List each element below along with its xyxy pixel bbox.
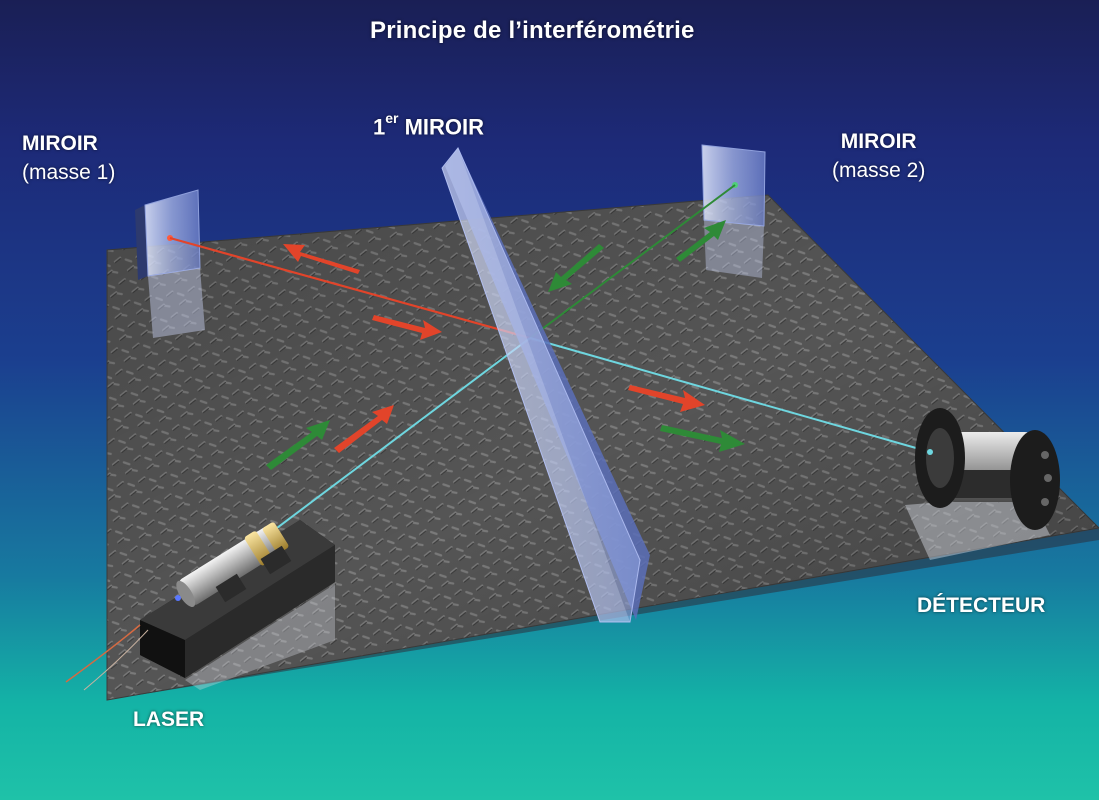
detector-device (905, 408, 1060, 560)
label-first-mirror: 1er MIROIR (373, 110, 485, 140)
direction-arrows (266, 220, 745, 470)
green-arrow-from-laser (266, 420, 330, 470)
red-arrow-to-detector (628, 385, 705, 412)
label-first-mirror-num: 1 (373, 114, 386, 140)
green-arrow-toward-splitter (548, 244, 604, 292)
green-beam-to-mirror2 (529, 184, 736, 339)
green-arrow-to-detector (660, 425, 745, 452)
mirror-mass-2 (701, 144, 766, 278)
label-mirror1-line1: MIROIR (22, 132, 98, 155)
beam-splitter-first-mirror (441, 147, 650, 623)
label-mirror-mass-2: MIROIR (masse 2) (832, 127, 925, 185)
red-arrow-toward-mirror1 (283, 244, 360, 274)
label-laser: LASER (133, 708, 205, 731)
red-arrow-toward-splitter (372, 315, 442, 340)
red-arrow-from-laser (334, 405, 394, 453)
laser-device (65, 520, 335, 691)
label-mirror2-line1: MIROIR (840, 130, 917, 153)
label-first-mirror-sup: er (385, 110, 399, 126)
diagram-title: Principe de l’interférométrie (370, 17, 695, 44)
green-arrow-toward-mirror2 (676, 220, 726, 262)
label-detector: DÉTECTEUR (917, 594, 1046, 617)
label-first-mirror-word: MIROIR (404, 114, 485, 140)
red-beam-to-mirror1 (169, 236, 531, 340)
label-mirror-mass-1: MIROIR (masse 1) (22, 129, 115, 187)
label-mirror2-line2: (masse 2) (832, 159, 926, 182)
mirror-mass-1 (135, 189, 205, 338)
cyan-beam-to-detector (529, 337, 931, 453)
label-mirror1-line2: (masse 1) (22, 161, 116, 184)
